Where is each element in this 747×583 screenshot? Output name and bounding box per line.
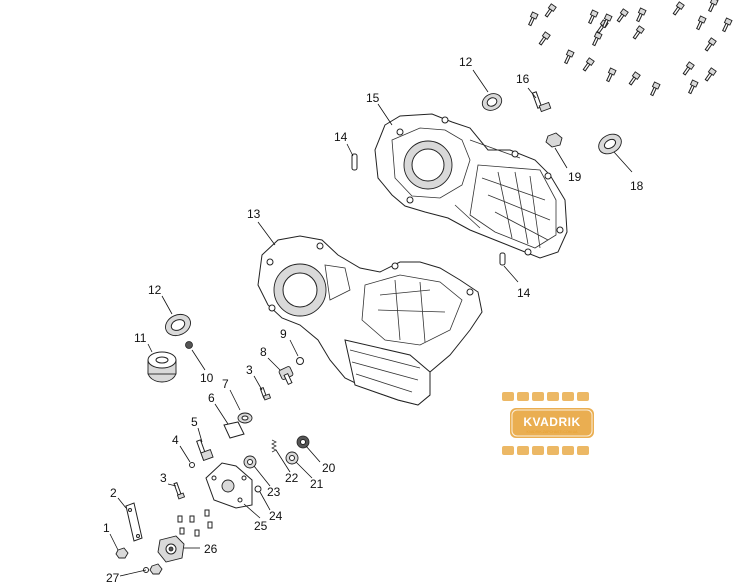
bracket-26 xyxy=(157,535,185,563)
nut-19 xyxy=(545,132,563,148)
case-bolt xyxy=(606,67,617,83)
case-bolt xyxy=(628,71,641,86)
case-bolt xyxy=(672,1,685,16)
callout-20: 20 xyxy=(322,461,336,475)
callout-27: 27 xyxy=(106,571,120,583)
callout-15: 15 xyxy=(366,91,380,105)
bolt-3-lower xyxy=(173,482,186,500)
callout-5: 5 xyxy=(191,415,198,429)
dowel-pin-top xyxy=(351,153,358,171)
sensor-8 xyxy=(278,366,294,386)
case-bolt xyxy=(544,3,557,18)
dowel-pin-bottom xyxy=(499,252,506,266)
callout-21: 21 xyxy=(310,477,324,491)
callout-24: 24 xyxy=(269,509,283,523)
callout-23: 23 xyxy=(267,485,281,499)
callout-4: 4 xyxy=(172,433,179,447)
case-bolt xyxy=(650,81,661,97)
watermark-brand: KVADRIK xyxy=(523,415,580,429)
case-bolt xyxy=(602,13,613,29)
nut-27 xyxy=(143,563,163,575)
callout-9: 9 xyxy=(280,327,287,341)
callout-labels: 1 2 3 3 4 5 6 7 8 9 10 11 12 12 13 14 14… xyxy=(103,55,644,583)
callout-25: 25 xyxy=(254,519,268,533)
leader-lines xyxy=(109,69,633,577)
case-bolt xyxy=(564,49,575,65)
bolt-3-upper xyxy=(259,386,272,401)
callout-1: 1 xyxy=(103,521,110,535)
callout-14-top: 14 xyxy=(334,130,348,144)
kvadrik-watermark-logo: KVADRIK KVADRIK-ZAPCHASTI.COM.UA xyxy=(502,392,594,455)
bracket-6 xyxy=(223,421,245,439)
nut-1 xyxy=(115,547,129,559)
callout-7: 7 xyxy=(222,377,229,391)
case-bolt xyxy=(592,31,603,47)
gear-7 xyxy=(237,412,253,424)
rear-crankcase-half xyxy=(374,113,568,259)
case-bolt xyxy=(636,7,647,23)
case-bolt xyxy=(704,37,717,52)
cover-screws xyxy=(177,509,213,537)
shaft-5 xyxy=(196,439,214,462)
case-bolt xyxy=(722,17,733,33)
callout-13: 13 xyxy=(247,207,261,221)
callout-26: 26 xyxy=(204,542,218,556)
case-bolt xyxy=(704,67,717,82)
callout-22: 22 xyxy=(285,471,299,485)
washer-21 xyxy=(285,451,299,465)
callout-11: 11 xyxy=(134,331,147,345)
case-bolts-set xyxy=(528,0,733,97)
callout-14-bottom: 14 xyxy=(517,286,531,300)
o-ring-9 xyxy=(296,357,304,365)
cover-plate-25 xyxy=(205,462,253,509)
lever-2 xyxy=(125,502,143,542)
case-bolt xyxy=(688,79,699,95)
case-bolt xyxy=(588,9,599,25)
watermark-tagline: KVADRIK-ZAPCHASTI.COM.UA xyxy=(527,430,579,434)
case-bolt xyxy=(582,57,595,72)
callout-18: 18 xyxy=(630,179,644,193)
callout-12-top: 12 xyxy=(459,55,473,69)
callout-3-lower: 3 xyxy=(160,471,167,485)
ball-10 xyxy=(185,341,193,349)
oil-seal-top xyxy=(481,93,503,111)
bearing-11 xyxy=(147,351,177,383)
case-bolt xyxy=(632,25,645,40)
gear-23 xyxy=(243,455,257,469)
pin-4 xyxy=(189,462,195,468)
case-bolt xyxy=(696,15,707,31)
oil-seal-left xyxy=(165,313,191,337)
case-bolt xyxy=(528,11,539,27)
callout-2: 2 xyxy=(110,486,117,500)
callout-8: 8 xyxy=(260,345,267,359)
gear-20 xyxy=(296,435,310,449)
tire-tread-icon xyxy=(502,392,589,455)
oil-seal-right xyxy=(598,133,622,155)
callout-12-left: 12 xyxy=(148,283,162,297)
callout-16: 16 xyxy=(516,72,530,86)
callout-19: 19 xyxy=(568,170,582,184)
callout-6: 6 xyxy=(208,391,215,405)
ring-24 xyxy=(254,485,262,493)
case-bolt xyxy=(708,0,719,13)
spring-22 xyxy=(271,439,277,453)
case-bolt xyxy=(616,8,629,23)
case-bolt xyxy=(538,31,551,46)
case-bolt xyxy=(682,61,695,76)
callout-10: 10 xyxy=(200,371,214,385)
front-crankcase-half xyxy=(257,235,483,406)
callout-3-upper: 3 xyxy=(246,363,253,377)
bolt-16 xyxy=(531,91,552,113)
